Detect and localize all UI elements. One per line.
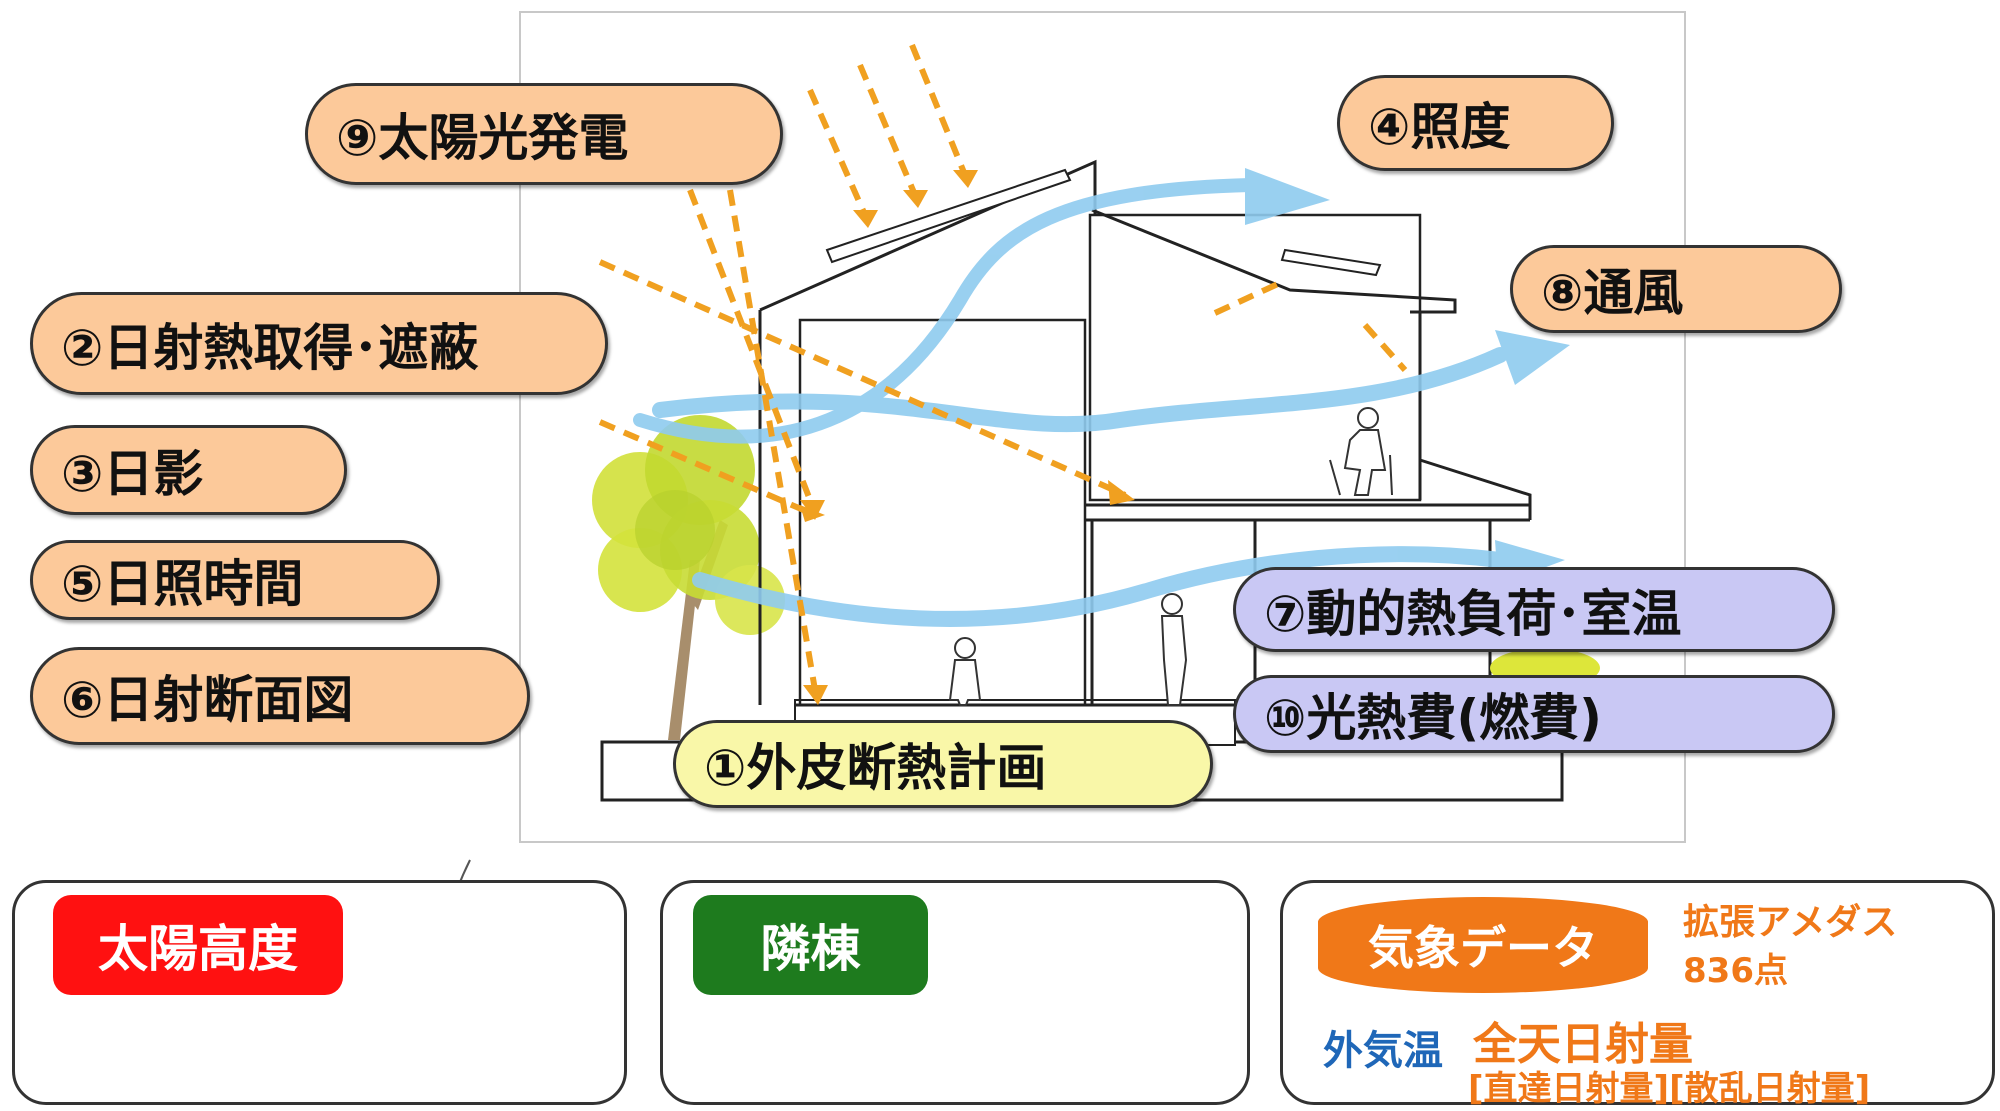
- panel-weather: 気象データ 拡張アメダス 836点 外気温 全天日射量 [直達日射量][散乱日射…: [1280, 880, 1995, 1109]
- label-solar-heat-text: ②日射熱取得･遮蔽: [61, 318, 479, 377]
- label-utility-cost-text: ⑩光熱費(燃費): [1264, 689, 1603, 747]
- label-illuminance: ④照度: [1337, 75, 1614, 171]
- label-solar-section: ⑥日射断面図: [30, 647, 530, 745]
- label-shadow-text: ③日影: [61, 445, 204, 503]
- radiation-detail-label: [直達日射量][散乱日射量]: [1468, 1069, 1871, 1109]
- label-sunshine-hours: ⑤日照時間: [30, 540, 440, 620]
- weather-data-tag: 気象データ: [1318, 897, 1648, 993]
- skylight-panel: [1280, 248, 1382, 277]
- label-solar-heat: ②日射熱取得･遮蔽: [30, 292, 608, 395]
- sun-ray-arrowheads: [800, 170, 1135, 705]
- solar-panel-roof: [825, 168, 1072, 264]
- panel-sun-altitude: 太陽高度: [12, 880, 627, 1105]
- panel-neighbor: 隣棟: [660, 880, 1250, 1105]
- outdoor-temp-label: 外気温: [1323, 1028, 1443, 1074]
- amedas-points: 836点: [1683, 951, 1788, 991]
- label-utility-cost: ⑩光熱費(燃費): [1233, 675, 1835, 753]
- label-shadow: ③日影: [30, 425, 347, 515]
- person-standing-1: [948, 637, 982, 706]
- label-dynamic-load-text: ⑦動的熱負荷･室温: [1264, 584, 1682, 643]
- sun-ray-arrows: [598, 43, 1408, 691]
- label-dynamic-load: ⑦動的熱負荷･室温: [1233, 567, 1835, 652]
- label-ventilation: ⑧通風: [1510, 245, 1842, 333]
- label-solar-power-text: ⑨太陽光発電: [336, 109, 629, 167]
- global-radiation-label: 全天日射量: [1473, 1019, 1693, 1070]
- label-solar-power: ⑨太陽光発電: [305, 83, 783, 185]
- label-sunshine-hours-text: ⑤日照時間: [61, 555, 304, 613]
- amedas-label: 拡張アメダス: [1683, 902, 1898, 943]
- person-seated: [1329, 407, 1393, 496]
- label-solar-section-text: ⑥日射断面図: [61, 671, 354, 729]
- person-standing-2: [1160, 593, 1188, 706]
- label-ventilation-text: ⑧通風: [1541, 264, 1684, 322]
- label-illuminance-text: ④照度: [1368, 98, 1511, 156]
- neighbor-tag: 隣棟: [693, 895, 928, 995]
- label-insulation: ①外皮断熱計画: [673, 720, 1213, 808]
- sun-altitude-tag: 太陽高度: [53, 895, 343, 995]
- label-insulation-text: ①外皮断熱計画: [704, 739, 1047, 797]
